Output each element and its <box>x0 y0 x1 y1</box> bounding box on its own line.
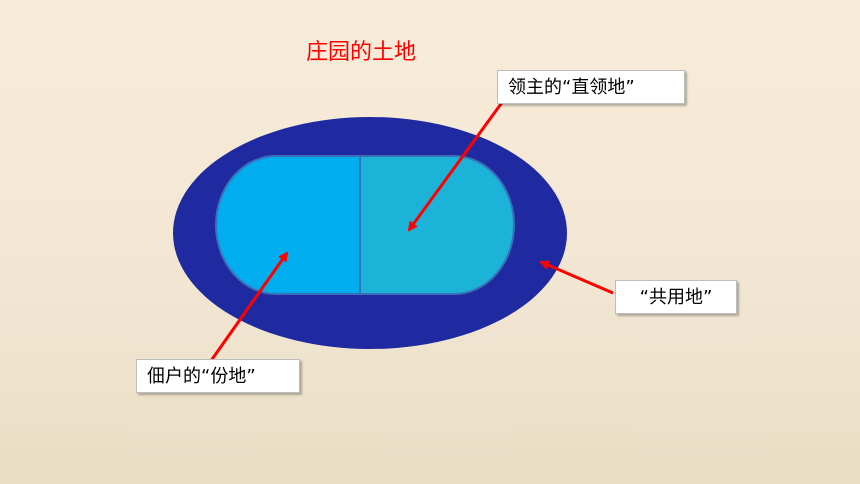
common-land-arrow <box>539 260 614 295</box>
lord-demesne-label: 领主的“直领地” <box>497 70 685 104</box>
diagram-title: 庄园的土地 <box>306 40 417 65</box>
lord-demesne-area <box>359 155 515 295</box>
lord-demesne-arrow <box>407 96 508 232</box>
common-land-label: “共用地” <box>615 280 737 314</box>
peasant-share-label: 佃户的“份地” <box>136 359 300 393</box>
peasant-share-arrow <box>206 251 289 366</box>
peasant-share-area <box>215 155 361 295</box>
